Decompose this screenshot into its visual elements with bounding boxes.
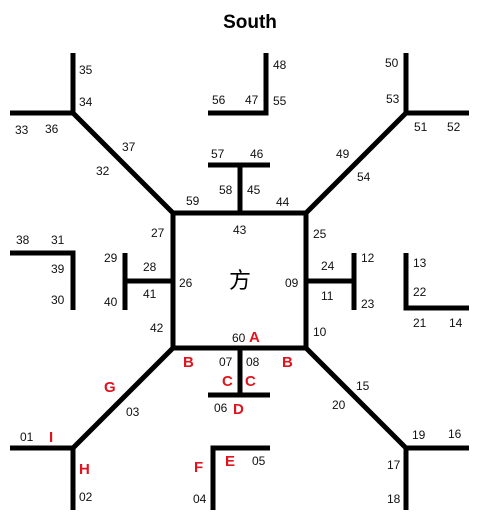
letter-c-right: C xyxy=(245,373,256,390)
label-51: 51 xyxy=(414,120,428,134)
label-56: 56 xyxy=(212,93,226,107)
label-07: 07 xyxy=(219,355,233,369)
label-17: 17 xyxy=(387,458,401,472)
label-43: 43 xyxy=(233,223,247,237)
label-16: 16 xyxy=(448,427,462,441)
label-21: 21 xyxy=(413,316,427,330)
label-48: 48 xyxy=(273,58,287,72)
label-22: 22 xyxy=(413,285,427,299)
label-55: 55 xyxy=(273,94,287,108)
letter-a: A xyxy=(249,329,260,346)
letter-f: F xyxy=(194,459,203,476)
label-35: 35 xyxy=(79,63,93,77)
label-37: 37 xyxy=(122,140,136,154)
label-42: 42 xyxy=(150,321,164,335)
label-59: 59 xyxy=(186,194,200,208)
label-24: 24 xyxy=(321,259,335,273)
letter-d: D xyxy=(233,401,244,418)
label-27: 27 xyxy=(151,226,165,240)
label-46: 46 xyxy=(250,147,264,161)
diagonal-top-right xyxy=(304,111,408,215)
letter-h: H xyxy=(79,461,90,478)
label-02: 02 xyxy=(79,490,93,504)
label-18: 18 xyxy=(387,492,401,506)
label-28: 28 xyxy=(143,260,157,274)
letter-b-right: B xyxy=(282,354,293,371)
label-50: 50 xyxy=(385,56,399,70)
label-01: 01 xyxy=(20,430,34,444)
label-29: 29 xyxy=(104,251,118,265)
label-47: 47 xyxy=(245,93,259,107)
diagonal-bottom-left xyxy=(71,346,175,450)
label-10: 10 xyxy=(313,325,327,339)
label-33: 33 xyxy=(15,123,29,137)
label-52: 52 xyxy=(447,120,461,134)
letter-g: G xyxy=(104,379,116,396)
label-60: 60 xyxy=(232,331,246,345)
label-13: 13 xyxy=(413,256,427,270)
label-44: 44 xyxy=(276,195,290,209)
label-49: 49 xyxy=(336,147,350,161)
label-23: 23 xyxy=(361,297,375,311)
label-20: 20 xyxy=(332,398,346,412)
label-26: 26 xyxy=(179,276,193,290)
label-34: 34 xyxy=(79,95,93,109)
label-30: 30 xyxy=(51,293,65,307)
label-36: 36 xyxy=(45,122,59,136)
label-15: 15 xyxy=(356,379,370,393)
top-center-bracket xyxy=(208,53,269,116)
diagonal-top-left xyxy=(71,111,175,215)
label-09: 09 xyxy=(285,276,299,290)
label-03: 03 xyxy=(126,405,140,419)
label-06: 06 xyxy=(214,401,228,415)
diagonal-bottom-right xyxy=(304,346,408,450)
letter-b-left: B xyxy=(183,354,194,371)
label-39: 39 xyxy=(51,262,65,276)
label-31: 31 xyxy=(51,233,65,247)
label-12: 12 xyxy=(361,251,375,265)
label-11: 11 xyxy=(321,289,334,303)
label-38: 38 xyxy=(16,233,30,247)
label-41: 41 xyxy=(143,287,157,301)
letter-e: E xyxy=(225,453,235,470)
right-bracket xyxy=(403,253,469,311)
label-19: 19 xyxy=(412,428,426,442)
diagram-title: South xyxy=(223,12,277,33)
label-54: 54 xyxy=(357,170,371,184)
label-32: 32 xyxy=(96,164,110,178)
center-glyph: 方 xyxy=(229,269,251,294)
label-04: 04 xyxy=(193,492,207,506)
label-05: 05 xyxy=(252,454,266,468)
label-08: 08 xyxy=(246,355,260,369)
label-14: 14 xyxy=(449,316,463,330)
label-57: 57 xyxy=(211,147,225,161)
letter-c-left: C xyxy=(222,373,233,390)
label-40: 40 xyxy=(104,295,118,309)
left-bracket xyxy=(10,250,76,310)
label-25: 25 xyxy=(313,227,327,241)
label-45: 45 xyxy=(247,183,261,197)
label-58: 58 xyxy=(219,183,233,197)
bottom-bracket xyxy=(210,445,270,510)
label-53: 53 xyxy=(386,92,400,106)
letter-i: I xyxy=(49,429,53,446)
